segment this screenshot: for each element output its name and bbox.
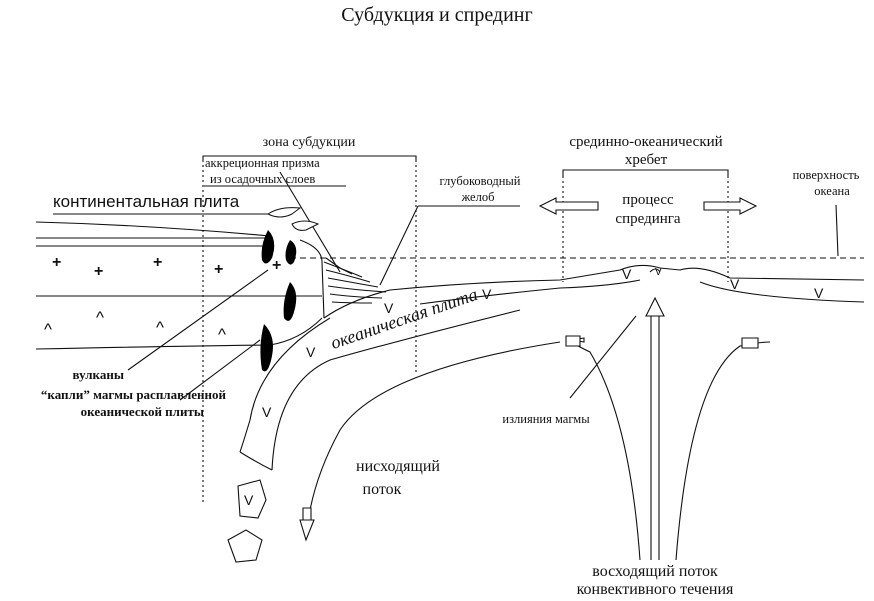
symbol-caret: ^ bbox=[44, 320, 52, 339]
magma-drop bbox=[285, 240, 297, 265]
label-ridge-1: срединно-океанический bbox=[569, 134, 723, 150]
symbol-plus: + bbox=[52, 254, 62, 271]
symbol-caret: ^ bbox=[156, 318, 164, 337]
label-upflow-1: восходящий поток bbox=[592, 563, 718, 580]
symbol-v: V bbox=[384, 300, 394, 316]
label-ridge-2: хребет bbox=[624, 152, 668, 168]
label-downflow-2: поток bbox=[362, 481, 402, 498]
magma-drop bbox=[261, 230, 275, 264]
symbol-plus: + bbox=[272, 257, 282, 274]
downflow-arrowhead bbox=[299, 519, 315, 542]
continental-front-edge bbox=[299, 239, 325, 319]
leader-surface bbox=[835, 204, 839, 257]
downflow-path bbox=[309, 341, 561, 511]
symbol-plus: + bbox=[94, 263, 104, 280]
volcano-outline bbox=[291, 220, 320, 231]
label-volcanoes: вулканы bbox=[72, 367, 124, 382]
downflow-arrow-body bbox=[302, 507, 312, 521]
prism-layer bbox=[329, 293, 383, 299]
leader-trench bbox=[379, 205, 520, 286]
slab-end bbox=[239, 451, 273, 471]
slab-fragment bbox=[227, 529, 263, 563]
leader-drops bbox=[179, 339, 261, 401]
magma-drop bbox=[260, 324, 273, 372]
label-surface-2: океана bbox=[814, 184, 850, 198]
symbol-caret: ^ bbox=[96, 308, 104, 327]
oceanic-plate-top bbox=[323, 264, 865, 319]
slab-bottom bbox=[271, 309, 521, 471]
label-magma: излияния магмы bbox=[502, 412, 590, 426]
label-drops-1: “капли” магмы расплавленной bbox=[40, 387, 226, 402]
spreading-arrow-left bbox=[538, 197, 599, 215]
leader-magma bbox=[569, 315, 637, 399]
symbol-plus: + bbox=[214, 261, 224, 278]
label-downflow-1: нисходящий bbox=[356, 458, 440, 475]
leader-volcano bbox=[127, 269, 269, 371]
magma-arrow-right-box bbox=[741, 337, 759, 349]
label-trench-2: желоб bbox=[461, 190, 495, 204]
prism-layer bbox=[327, 277, 379, 288]
slab-fragment bbox=[237, 479, 267, 519]
symbol-v: V bbox=[482, 286, 492, 302]
convection-right bbox=[675, 341, 771, 561]
label-trench-1: глубоководный bbox=[439, 174, 521, 188]
symbol-caret: ^ bbox=[218, 325, 226, 344]
symbol-v: V bbox=[244, 492, 254, 508]
ridge-axis bbox=[649, 268, 661, 273]
oceanic-plate-bottom-right bbox=[419, 279, 641, 305]
magma-drop bbox=[283, 282, 297, 321]
volcano-outline bbox=[267, 207, 302, 218]
symbol-v: V bbox=[814, 285, 824, 301]
label-prism-2: из осадочных слоев bbox=[210, 172, 316, 186]
label-drops-2: океанической плиты bbox=[80, 404, 204, 419]
diagram-title: Субдукция и спрединг bbox=[341, 4, 533, 26]
zone-bracket bbox=[202, 155, 417, 160]
label-continental-plate: континентальная плита bbox=[53, 192, 240, 211]
label-spreading-2: спрединга bbox=[615, 211, 681, 227]
label-prism-1: аккреционная призма bbox=[205, 156, 320, 170]
label-surface-1: поверхность bbox=[792, 168, 860, 182]
prism-layer bbox=[327, 285, 387, 293]
symbol-v: V bbox=[306, 344, 316, 360]
continental-top-surface bbox=[35, 221, 271, 237]
oceanic-plate-bottom-right bbox=[699, 281, 865, 303]
continental-bottom-line bbox=[35, 317, 323, 350]
prism-layer bbox=[325, 269, 371, 283]
spreading-arrow-right bbox=[703, 197, 758, 215]
magma-arrow-left-box bbox=[565, 335, 581, 347]
upflow-arrowhead bbox=[645, 296, 665, 317]
symbol-v: V bbox=[655, 267, 662, 278]
slab-top bbox=[239, 317, 331, 453]
label-subduction-zone: зона субдукции bbox=[262, 135, 356, 150]
symbol-v: V bbox=[622, 266, 632, 282]
label-upflow-2: конвективного течения bbox=[576, 581, 734, 598]
prism-layer bbox=[325, 257, 353, 275]
label-spreading-1: процесс bbox=[622, 192, 674, 208]
symbol-v: V bbox=[730, 276, 740, 292]
ridge-bracket bbox=[562, 169, 729, 176]
symbol-plus: + bbox=[153, 254, 163, 271]
symbol-v: V bbox=[262, 404, 272, 420]
convection-left bbox=[571, 337, 641, 561]
